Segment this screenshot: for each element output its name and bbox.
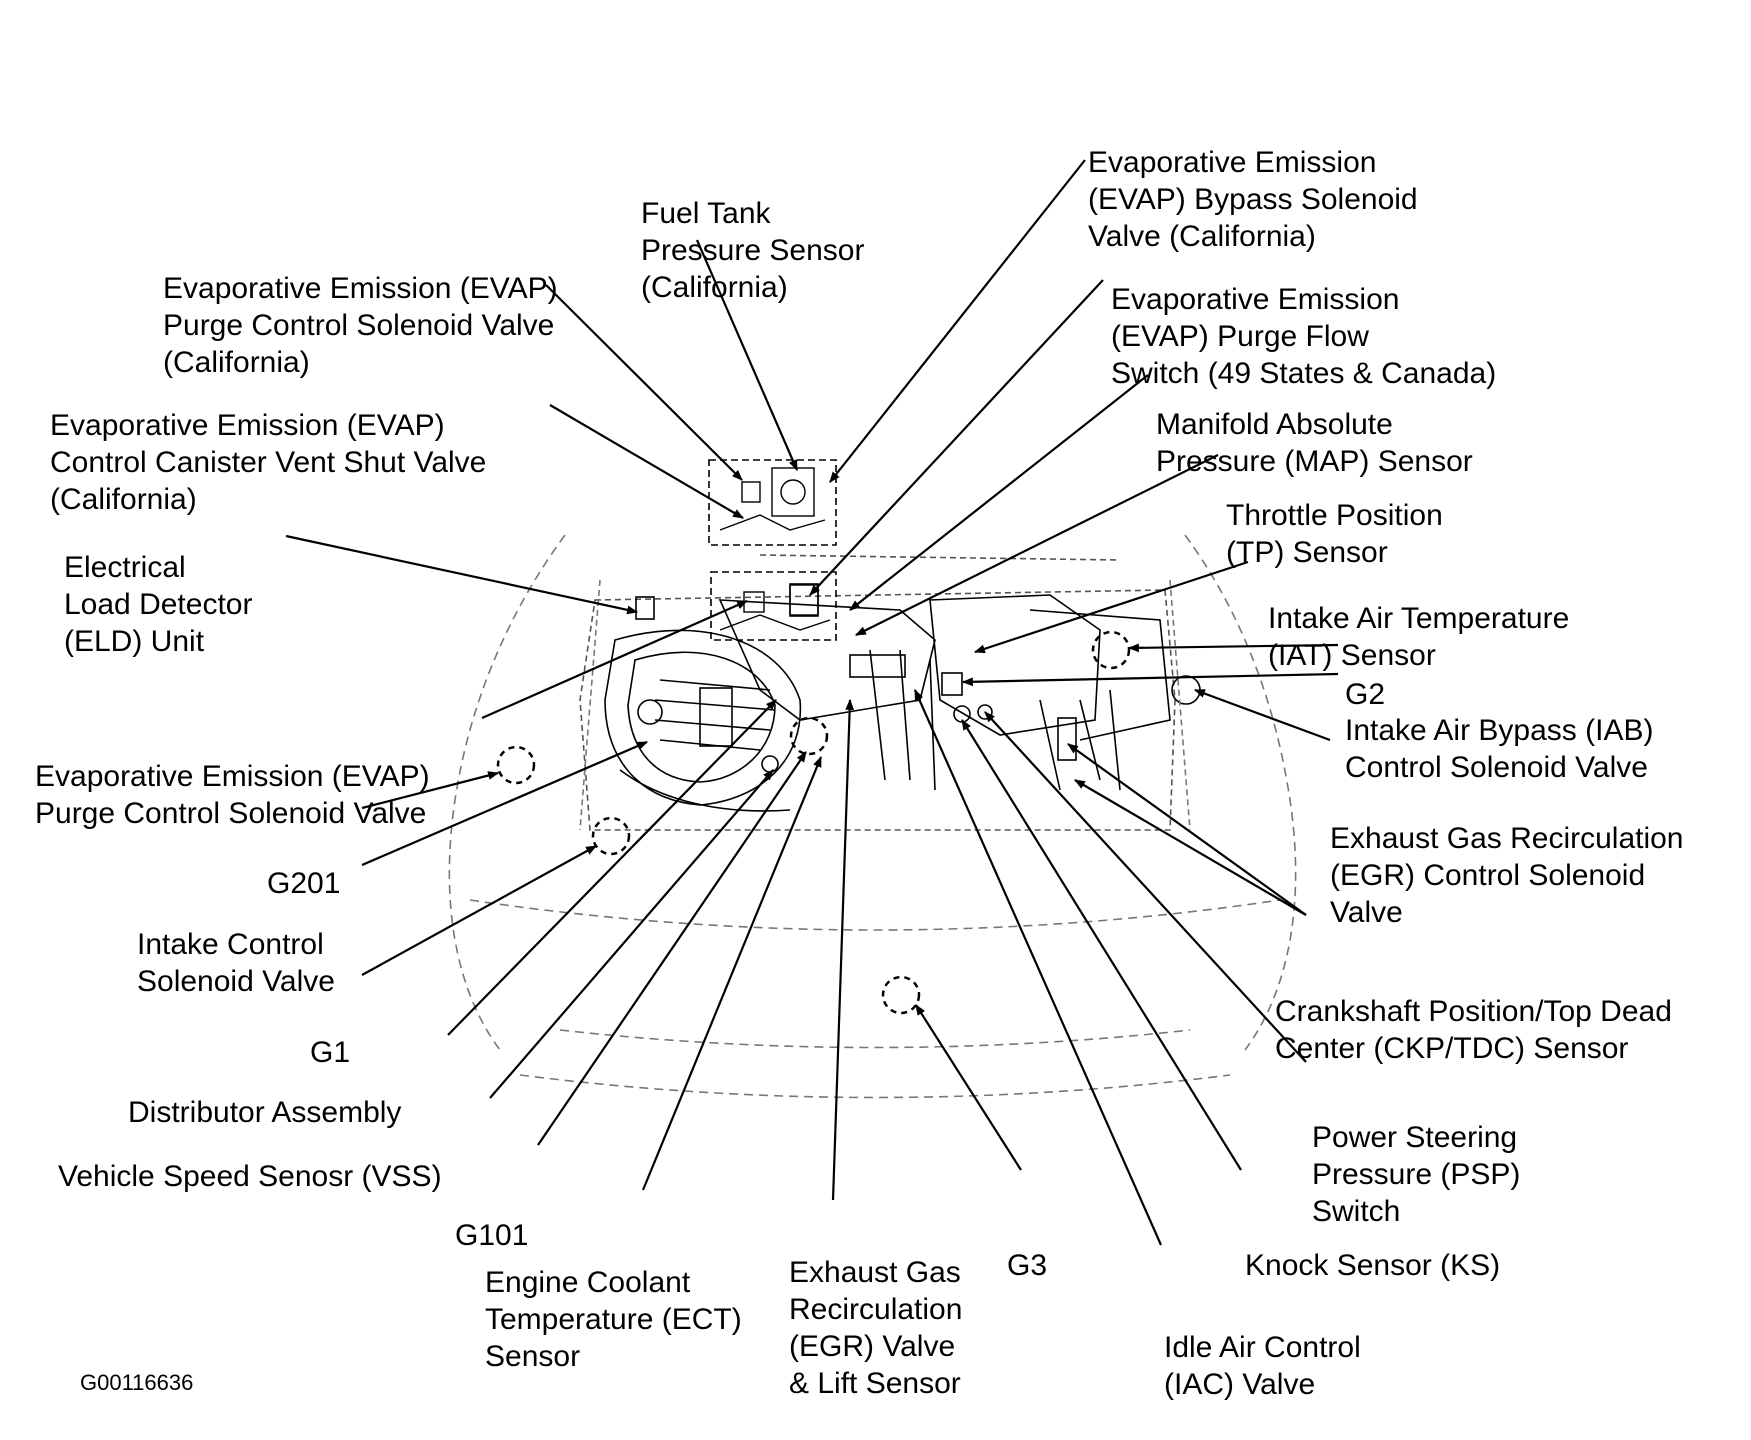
leader-iat: [973, 560, 1249, 654]
label-g201: G201: [267, 867, 341, 900]
leader-g2: [1127, 643, 1339, 653]
label-vss: Vehicle Speed Senosr (VSS): [58, 1160, 442, 1193]
leader-lines: [285, 159, 1339, 1246]
leader-evap-purge: [481, 599, 749, 720]
label-evap-purge-control-ca: Evaporative Emission (EVAP)Purge Control…: [163, 272, 558, 379]
leader-ckp-2: [1074, 779, 1307, 916]
leader-g101: [537, 751, 807, 1146]
vehicle-outline: [448, 534, 1297, 1099]
label-evap-canister-vent: Evaporative Emission (EVAP)Control Canis…: [50, 409, 487, 516]
ground-marker-g3: [881, 975, 921, 1015]
label-iat-sensor: Intake Air Temperature(IAT) Sensor: [1268, 602, 1570, 672]
leader-canister-vent: [549, 404, 744, 519]
leader-g201: [361, 771, 500, 810]
leader-iab: [961, 672, 1339, 687]
leader-psp: [984, 711, 1307, 1063]
ground-marker-g101: [789, 716, 829, 756]
label-g101: G101: [455, 1219, 529, 1252]
ground-marker-g1: [591, 816, 631, 856]
label-g3: G3: [1007, 1249, 1048, 1282]
figure-id: G00116636: [80, 1370, 194, 1395]
leader-evap-bypass: [829, 159, 1086, 483]
inset-sketch: [719, 467, 831, 631]
leader-egr-ctrl: [1193, 688, 1331, 742]
label-egr-control-solenoid: Exhaust Gas Recirculation(EGR) Control S…: [1330, 822, 1684, 929]
leader-egr-valve: [831, 698, 855, 1201]
leader-distributor: [447, 699, 777, 1036]
label-iab-valve: Intake Air Bypass (IAB)Control Solenoid …: [1345, 714, 1654, 784]
engine-bay-drawing: [579, 554, 1201, 831]
label-evap-bypass-solenoid: Evaporative Emission(EVAP) Bypass Soleno…: [1088, 146, 1418, 253]
label-g1: G1: [310, 1036, 351, 1069]
leader-eld: [285, 534, 639, 615]
leader-vss: [489, 769, 774, 1099]
leader-iac: [913, 688, 1163, 1246]
leader-intake-ctrl: [361, 740, 649, 867]
leader-purge-flow: [809, 279, 1104, 596]
leader-map: [849, 374, 1149, 611]
label-distributor-assembly: Distributor Assembly: [128, 1096, 402, 1129]
leader-evap-purge-ca: [545, 284, 743, 481]
label-tp-sensor: Throttle Position(TP) Sensor: [1226, 499, 1443, 569]
leader-ect: [641, 755, 823, 1191]
leader-fuel-tank: [695, 239, 799, 472]
leader-g1: [361, 845, 597, 976]
leader-knock: [961, 719, 1242, 1171]
label-iac-valve: Idle Air Control(IAC) Valve: [1164, 1331, 1361, 1401]
ground-markers: [496, 630, 1131, 1015]
leader-g3: [915, 1004, 1022, 1171]
leader-tp: [855, 454, 1219, 636]
leader-ckp-1: [1067, 743, 1307, 916]
label-g2: G2: [1345, 678, 1386, 711]
engine-component-locator-diagram: [285, 159, 1339, 1246]
ground-marker-g201: [496, 745, 536, 785]
inset-boxes: [708, 459, 837, 641]
label-knock-sensor: Knock Sensor (KS): [1245, 1249, 1501, 1282]
label-evap-purge-control: Evaporative Emission (EVAP)Purge Control…: [35, 760, 430, 830]
